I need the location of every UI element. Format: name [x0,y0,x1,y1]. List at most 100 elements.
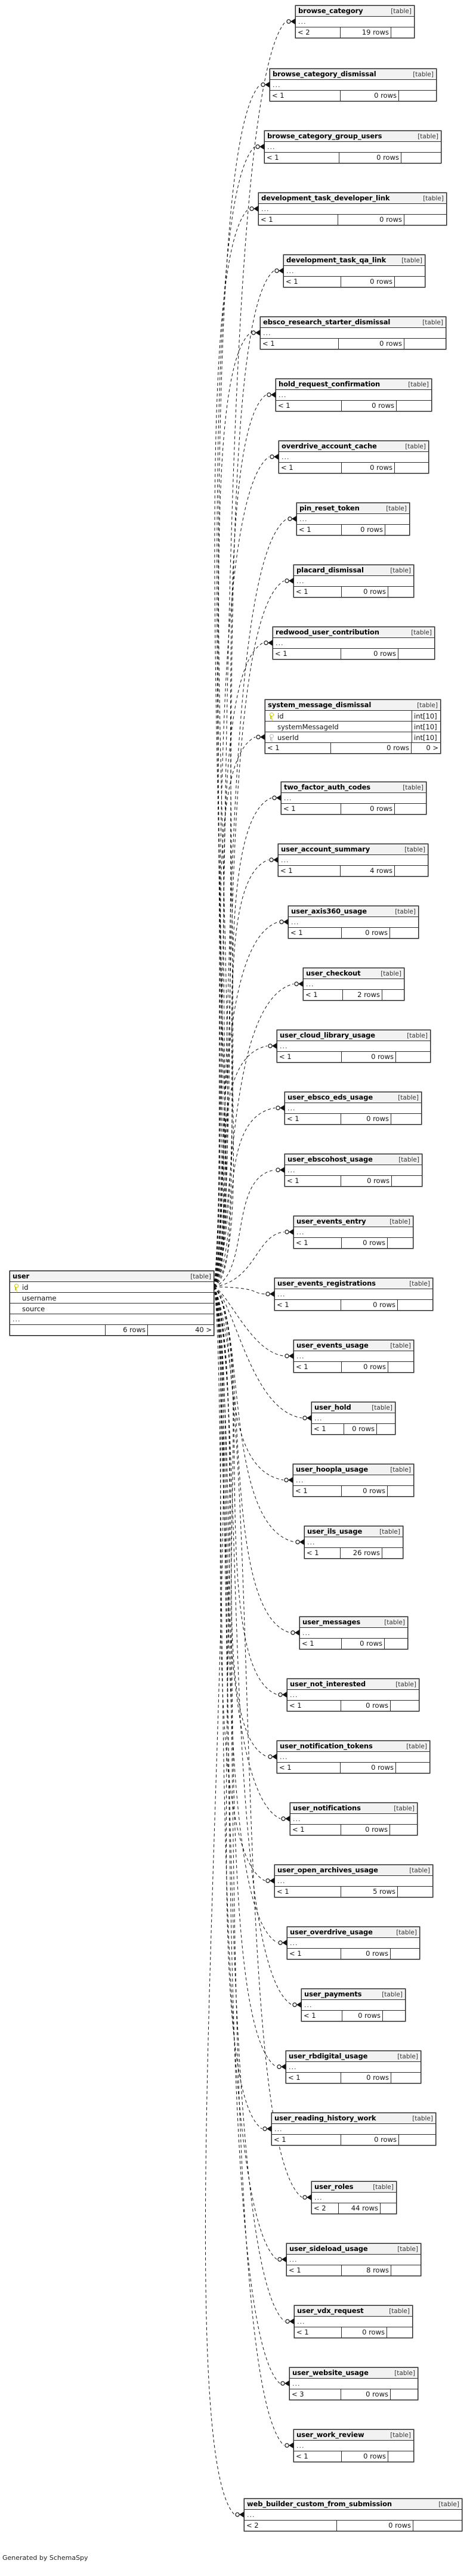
relationship-edge [214,1286,278,1943]
table-type-label: [table] [381,970,401,977]
table-type-label: [table] [407,1032,428,1039]
table-header: user_events_registrations[table] [275,1278,432,1289]
table-columns-ellipsis: ... [279,452,428,463]
table-node-development_task_developer_link[interactable]: development_task_developer_link[table]..… [258,193,447,225]
cardinality-optional-marker [251,330,256,335]
column-name: source [22,1304,45,1313]
table-columns-ellipsis: ... [285,1165,422,1176]
cardinality-many-marker [295,1630,299,1636]
cardinality-many-marker [282,1940,287,1946]
relationship-edge [214,1286,295,1543]
relationship-edge [214,1286,277,2067]
table-columns-ellipsis: ... [312,1413,395,1424]
cardinality-many-marker [239,2512,244,2518]
table-type-label: [table] [397,2053,418,2060]
primary-key-icon [14,1284,18,1290]
cardinality-optional-marker [294,982,299,986]
cardinality-many-marker [281,2064,286,2070]
table-columns-ellipsis: ... [294,576,413,587]
parent-relationship-count: < 1 [287,2265,342,2275]
table-name: user_messages [302,1618,361,1626]
table-node-ebsco_research_starter_dismissal[interactable]: ebsco_research_starter_dismissal[table].… [260,317,446,349]
table-columns-ellipsis: ... [304,979,404,990]
table-name: browse_category_dismissal [273,70,376,78]
child-relationship-count [381,2203,396,2213]
cardinality-optional-marker [265,1292,270,1296]
parent-relationship-count [10,1325,106,1335]
table-columns-ellipsis: ... [290,2379,418,2389]
table-name: user_work_review [296,2431,364,2439]
cardinality-optional-marker [278,1692,283,1697]
table-name: user_ils_usage [307,1527,363,1535]
table-columns-ellipsis: ... [284,266,425,277]
table-columns-ellipsis: ... [300,1628,407,1639]
parent-relationship-count: < 1 [294,587,342,597]
cardinality-many-marker [289,2318,294,2324]
child-relationship-count [391,1701,419,1711]
table-header: pin_reset_token[table] [297,503,409,514]
cardinality-many-marker [289,2442,293,2448]
child-relationship-count [404,339,446,349]
table-header: user_not_interested[table] [287,1679,419,1690]
column-name: username [22,1293,57,1302]
table-name: overdrive_account_cache [282,442,377,450]
table-node-web_builder_custom_from_submission[interactable]: web_builder_custom_from_submission[table… [244,2498,462,2531]
table-type-label: [table] [395,908,416,915]
table-columns-ellipsis: ... [302,2000,405,2011]
table-columns-ellipsis: ... [270,80,436,91]
table-node-browse_category_group_users[interactable]: browse_category_group_users[table]...< 1… [264,131,441,163]
child-relationship-count [390,1825,417,1835]
table-type-label: [table] [412,2115,433,2122]
parent-relationship-count: < 1 [285,1114,341,1124]
cardinality-optional-marker [277,2064,282,2069]
cardinality-many-marker [299,1539,304,1545]
table-name: redwood_user_contribution [276,628,379,636]
table-name: user_events_entry [296,1217,366,1225]
column-type: int[10] [412,732,440,743]
table-header: user_events_usage[table] [294,1340,413,1351]
parent-relationship-count: < 1 [304,990,343,1000]
cardinality-many-marker [298,981,303,987]
table-type-label: [table] [422,319,443,326]
